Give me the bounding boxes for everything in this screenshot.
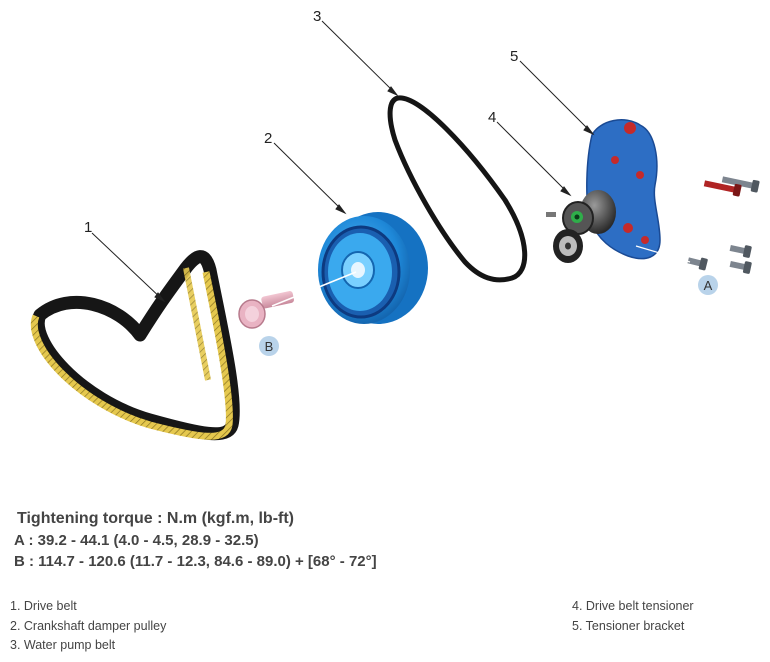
torque-b: B : 114.7 - 120.6 (11.7 - 12.3, 84.6 - 8… [14, 553, 377, 570]
legend-item-5: 5. Tensioner bracket [572, 618, 685, 633]
callout-1: 1 [84, 219, 92, 236]
callout-4: 4 [488, 109, 496, 126]
leader-line-a [635, 245, 691, 263]
torque-a: A : 39.2 - 44.1 (4.0 - 4.5, 28.9 - 32.5) [14, 532, 259, 549]
legend-item-1: 1. Drive belt [10, 599, 77, 613]
water-pump-belt [387, 95, 528, 283]
exploded-parts-diagram: 1 2 3 4 5 A B [30, 8, 760, 441]
torque-title: Tightening torque : N.m (kgf.m, lb-ft) [17, 510, 294, 527]
drive-belt-tensioner [546, 190, 616, 263]
label-b-badge: B [259, 336, 279, 356]
legend-item-2: 2. Crankshaft damper pulley [10, 618, 167, 633]
legend-left: 1. Drive belt 2. Crankshaft damper pulle… [10, 597, 166, 656]
crankshaft-damper-pulley [318, 212, 428, 324]
bracket-bolts [687, 176, 760, 274]
torque-spec: Tightening torque : N.m (kgf.m, lb-ft) A… [14, 510, 377, 574]
crank-pulley-bolt [238, 291, 294, 329]
legend-item-3: 3. Water pump belt [10, 638, 116, 652]
label-a: A [704, 278, 713, 293]
leader-line-b [271, 271, 357, 307]
tensioner-bracket [586, 119, 661, 260]
label-b: B [265, 339, 274, 354]
callout-5: 5 [510, 48, 518, 65]
label-a-badge: A [698, 275, 718, 295]
callout-leaders [91, 20, 595, 303]
callout-2: 2 [264, 130, 272, 147]
legend-right: 4. Drive belt tensioner 5. Tensioner bra… [572, 597, 694, 636]
callout-3: 3 [313, 8, 321, 25]
legend-item-4: 4. Drive belt tensioner [572, 599, 694, 613]
drive-belt [30, 250, 240, 441]
